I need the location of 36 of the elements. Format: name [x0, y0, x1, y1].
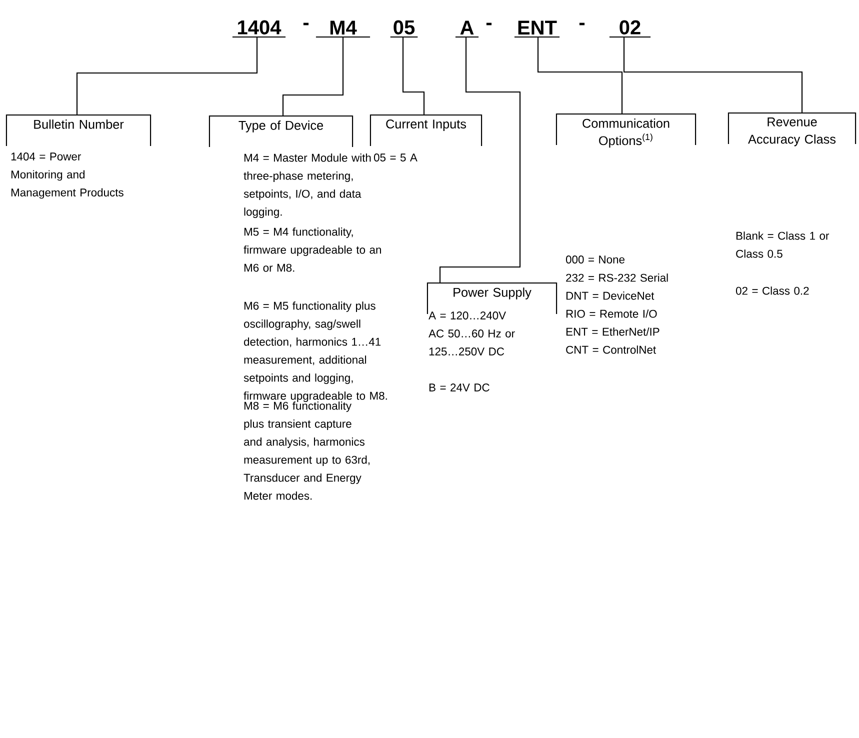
heading-bracket: Type of Device — [208, 115, 354, 147]
separator-dash: - — [303, 22, 309, 26]
description-text: A = 120…240V AC 50…60 Hz or 125…250V DC — [428, 312, 515, 356]
description-text: 02 = Class 0.2 — [736, 286, 809, 295]
heading-bracket: Current Inputs — [370, 114, 482, 146]
description-text: M8 = M6 functionality plus transient capture and analysis, harmonics measurement up to 63rd, Transducer and Energy Meter modes. — [244, 402, 370, 500]
separator-dash: - — [486, 22, 492, 26]
description-text: 05 = 5 A — [374, 154, 418, 162]
description-text: M6 = M5 functionality plus oscillography, sag/swell detection, harmonics 1…41 measurement, additional setpoints and logging, firmware upgradeable to M8. — [244, 302, 387, 402]
heading-bracket: Communication Options$^{(1)}$ — [556, 113, 696, 148]
description-text: M5 = M4 functionality, firmware upgradeable to an M6 or M8. — [244, 228, 381, 272]
connector-line — [439, 37, 521, 283]
connector-line — [402, 37, 425, 115]
description-text: 232 = RS-232 Serial — [566, 274, 668, 282]
code-segment: 05 — [390, 20, 418, 38]
description-text: DNT = DeviceNet — [566, 292, 654, 300]
description-text: CNT = ControlNet — [566, 346, 656, 354]
description-text: B = 24V DC — [429, 384, 490, 392]
heading-bracket: Bulletin Number — [6, 114, 152, 146]
code-segment: 1404 — [232, 20, 286, 38]
code-segment: A — [455, 20, 479, 38]
code-segment: M4 — [316, 20, 370, 38]
heading-bracket: Revenue Accuracy Class — [728, 112, 856, 146]
description-text: 000 = None — [566, 256, 624, 264]
description-text: ENT = EtherNet/IP — [566, 328, 660, 336]
code-segment: 02 — [609, 20, 651, 38]
description-text: 1404 = Power Monitoring and Management Products — [11, 152, 124, 199]
description-text: RIO = Remote I/O — [566, 310, 657, 318]
connector-line — [537, 37, 623, 114]
code-segment: ENT — [514, 20, 560, 38]
separator-dash: - — [579, 22, 585, 26]
description-text: Blank = Class 1 or Class 0.5 — [736, 232, 830, 258]
connector-line — [623, 37, 803, 113]
connector-line — [76, 37, 258, 115]
connector-line — [282, 37, 344, 116]
description-text: M4 = Master Module with three-phase metering, setpoints, I/O, and data logging. — [244, 154, 371, 218]
